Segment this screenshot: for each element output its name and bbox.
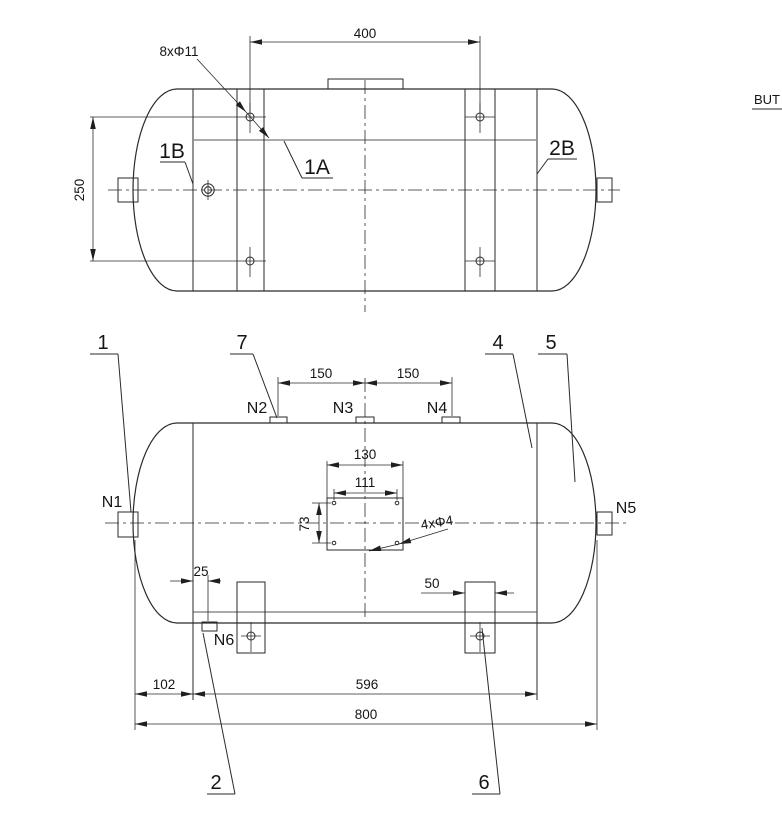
dim-111-text: 111: [355, 475, 376, 490]
seam-label-1a: 1A: [304, 156, 330, 179]
nozzle-n1-stub: [117, 511, 139, 538]
item-6-leader: [481, 627, 501, 795]
bolt-holes-callout-text: 8xΦ11: [159, 44, 198, 59]
seam-label-1b: 1B: [159, 140, 185, 163]
item-5-leader: [566, 353, 576, 483]
dim-25-text: 25: [193, 564, 208, 579]
item-7-leader: [252, 353, 278, 419]
dim-150-right-text: 150: [397, 366, 420, 381]
seam-label-1b-leader: [184, 161, 194, 185]
nameplate-holes-leader-2: [368, 543, 400, 552]
nozzle-n5-stub: [596, 511, 613, 536]
seam-label-2b-leader: [536, 158, 549, 175]
top-pad-plate: [327, 78, 404, 90]
saddle-right: [464, 581, 496, 654]
saddle-bolt-holes: [241, 622, 490, 652]
top-view: 400 250 8xΦ11 1B 1A 2B BUT: [72, 26, 782, 312]
nameplate: [326, 497, 404, 551]
saddle-left: [236, 581, 266, 654]
nozzle-label-n1: N1: [102, 494, 123, 511]
dim-102-text: 102: [153, 677, 176, 692]
dim-50-text: 50: [424, 576, 439, 591]
item-2-leader: [202, 632, 236, 795]
head-nozzle-hole: [201, 180, 215, 200]
item-label-4: 4: [492, 332, 503, 354]
dim-130-text: 130: [354, 447, 377, 462]
nozzle-label-n2: N2: [247, 400, 268, 417]
nozzle-label-n3: N3: [333, 400, 354, 417]
bolt-holes-leader-1: [196, 58, 247, 113]
bolt-holes-leader-2: [245, 111, 270, 139]
nozzle-n6-stub: [201, 621, 218, 632]
item-label-5: 5: [545, 332, 556, 354]
corner-note-text: BUT: [754, 92, 780, 107]
nozzle-n4-stub: [441, 416, 461, 424]
item-label-7: 7: [236, 332, 247, 354]
top-view-shell-outline: [132, 88, 597, 292]
item-label-6: 6: [478, 772, 489, 794]
front-view: 150 150 130 111 73 4xΦ4 25 50 102: [90, 332, 637, 795]
seam-label-2b: 2B: [549, 137, 575, 160]
item-label-2: 2: [210, 772, 221, 794]
nameplate-hole: [394, 500, 400, 506]
nozzle-label-n5: N5: [616, 500, 637, 517]
nameplate-hole: [331, 540, 337, 546]
seam-label-1a-leader: [283, 140, 303, 179]
item-4-leader: [512, 353, 533, 449]
dim-250-text: 250: [72, 179, 87, 202]
dim-150-left-text: 150: [310, 366, 333, 381]
nozzle-n2-stub: [269, 416, 288, 424]
nameplate-holes-leader-1: [398, 528, 449, 545]
item-1-leader: [117, 353, 132, 513]
nameplate-holes-callout-text: 4xΦ4: [420, 512, 455, 532]
front-view-shell-outline: [132, 422, 597, 624]
nozzle-label-n4: N4: [427, 400, 448, 417]
nozzle-label-n6: N6: [214, 632, 235, 649]
item-label-1: 1: [97, 332, 108, 354]
dim-800-text: 800: [355, 707, 378, 722]
dim-596-text: 596: [356, 677, 379, 692]
dim-400-text: 400: [354, 26, 377, 41]
dim-73-text: 73: [297, 516, 312, 531]
nameplate-hole: [331, 500, 337, 506]
